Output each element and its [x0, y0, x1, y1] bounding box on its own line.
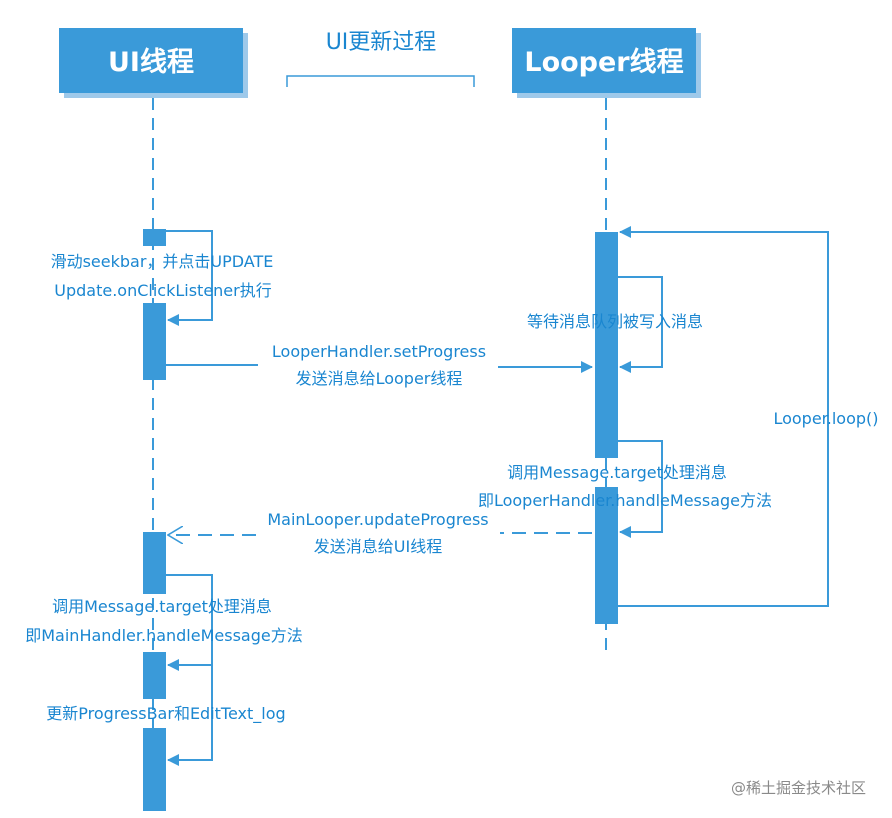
ui-activation-bar [143, 303, 166, 380]
ui-action-label-2: Update.onClickListener执行 [54, 281, 271, 300]
ui-thread-header: UI线程 [59, 28, 248, 98]
looper-activation-bar [595, 232, 618, 458]
looper-loop-arrow [618, 226, 829, 607]
send-to-ui-label-2: 发送消息给UI线程 [314, 537, 442, 556]
send-to-ui-label-1: MainLooper.updateProgress [267, 510, 488, 529]
looper-thread-label: Looper线程 [524, 47, 683, 78]
ui-update-label: 更新ProgressBar和EditText_log [46, 704, 285, 724]
ui-activation-bar [143, 652, 166, 699]
send-to-looper-label-1: LooperHandler.setProgress [272, 342, 486, 361]
looper-loop-label: Looper.loop() [773, 409, 878, 428]
diagram-title: UI更新过程 [326, 30, 437, 55]
looper-activation-bar [595, 487, 618, 624]
looper-thread-header: Looper线程 [512, 28, 701, 98]
ui-dispatch-label-1: 调用Message.target处理消息 [52, 597, 272, 616]
ui-self-call-arrow [166, 574, 213, 766]
send-to-looper-label-2: 发送消息给Looper线程 [296, 369, 463, 388]
ui-activation-bar [143, 532, 166, 594]
ui-activation-bar [143, 229, 166, 246]
looper-dispatch-label-1: 调用Message.target处理消息 [507, 463, 727, 482]
ui-self-call-arrow [166, 230, 213, 326]
watermark: @稀土掘金技术社区 [731, 779, 866, 797]
title-bracket [286, 75, 475, 87]
looper-dispatch-arrow [618, 440, 663, 538]
ui-action-label-1: 滑动seekbar，并点击UPDATE [51, 252, 274, 271]
looper-dispatch-label-2: 即LooperHandler.handleMessage方法 [478, 491, 772, 510]
ui-activation-bar [143, 728, 166, 811]
ui-thread-label: UI线程 [108, 47, 194, 78]
ui-dispatch-label-2: 即MainHandler.handleMessage方法 [25, 626, 302, 645]
looper-wait-arrow [618, 276, 663, 373]
looper-wait-label: 等待消息队列被写入消息 [527, 312, 703, 331]
